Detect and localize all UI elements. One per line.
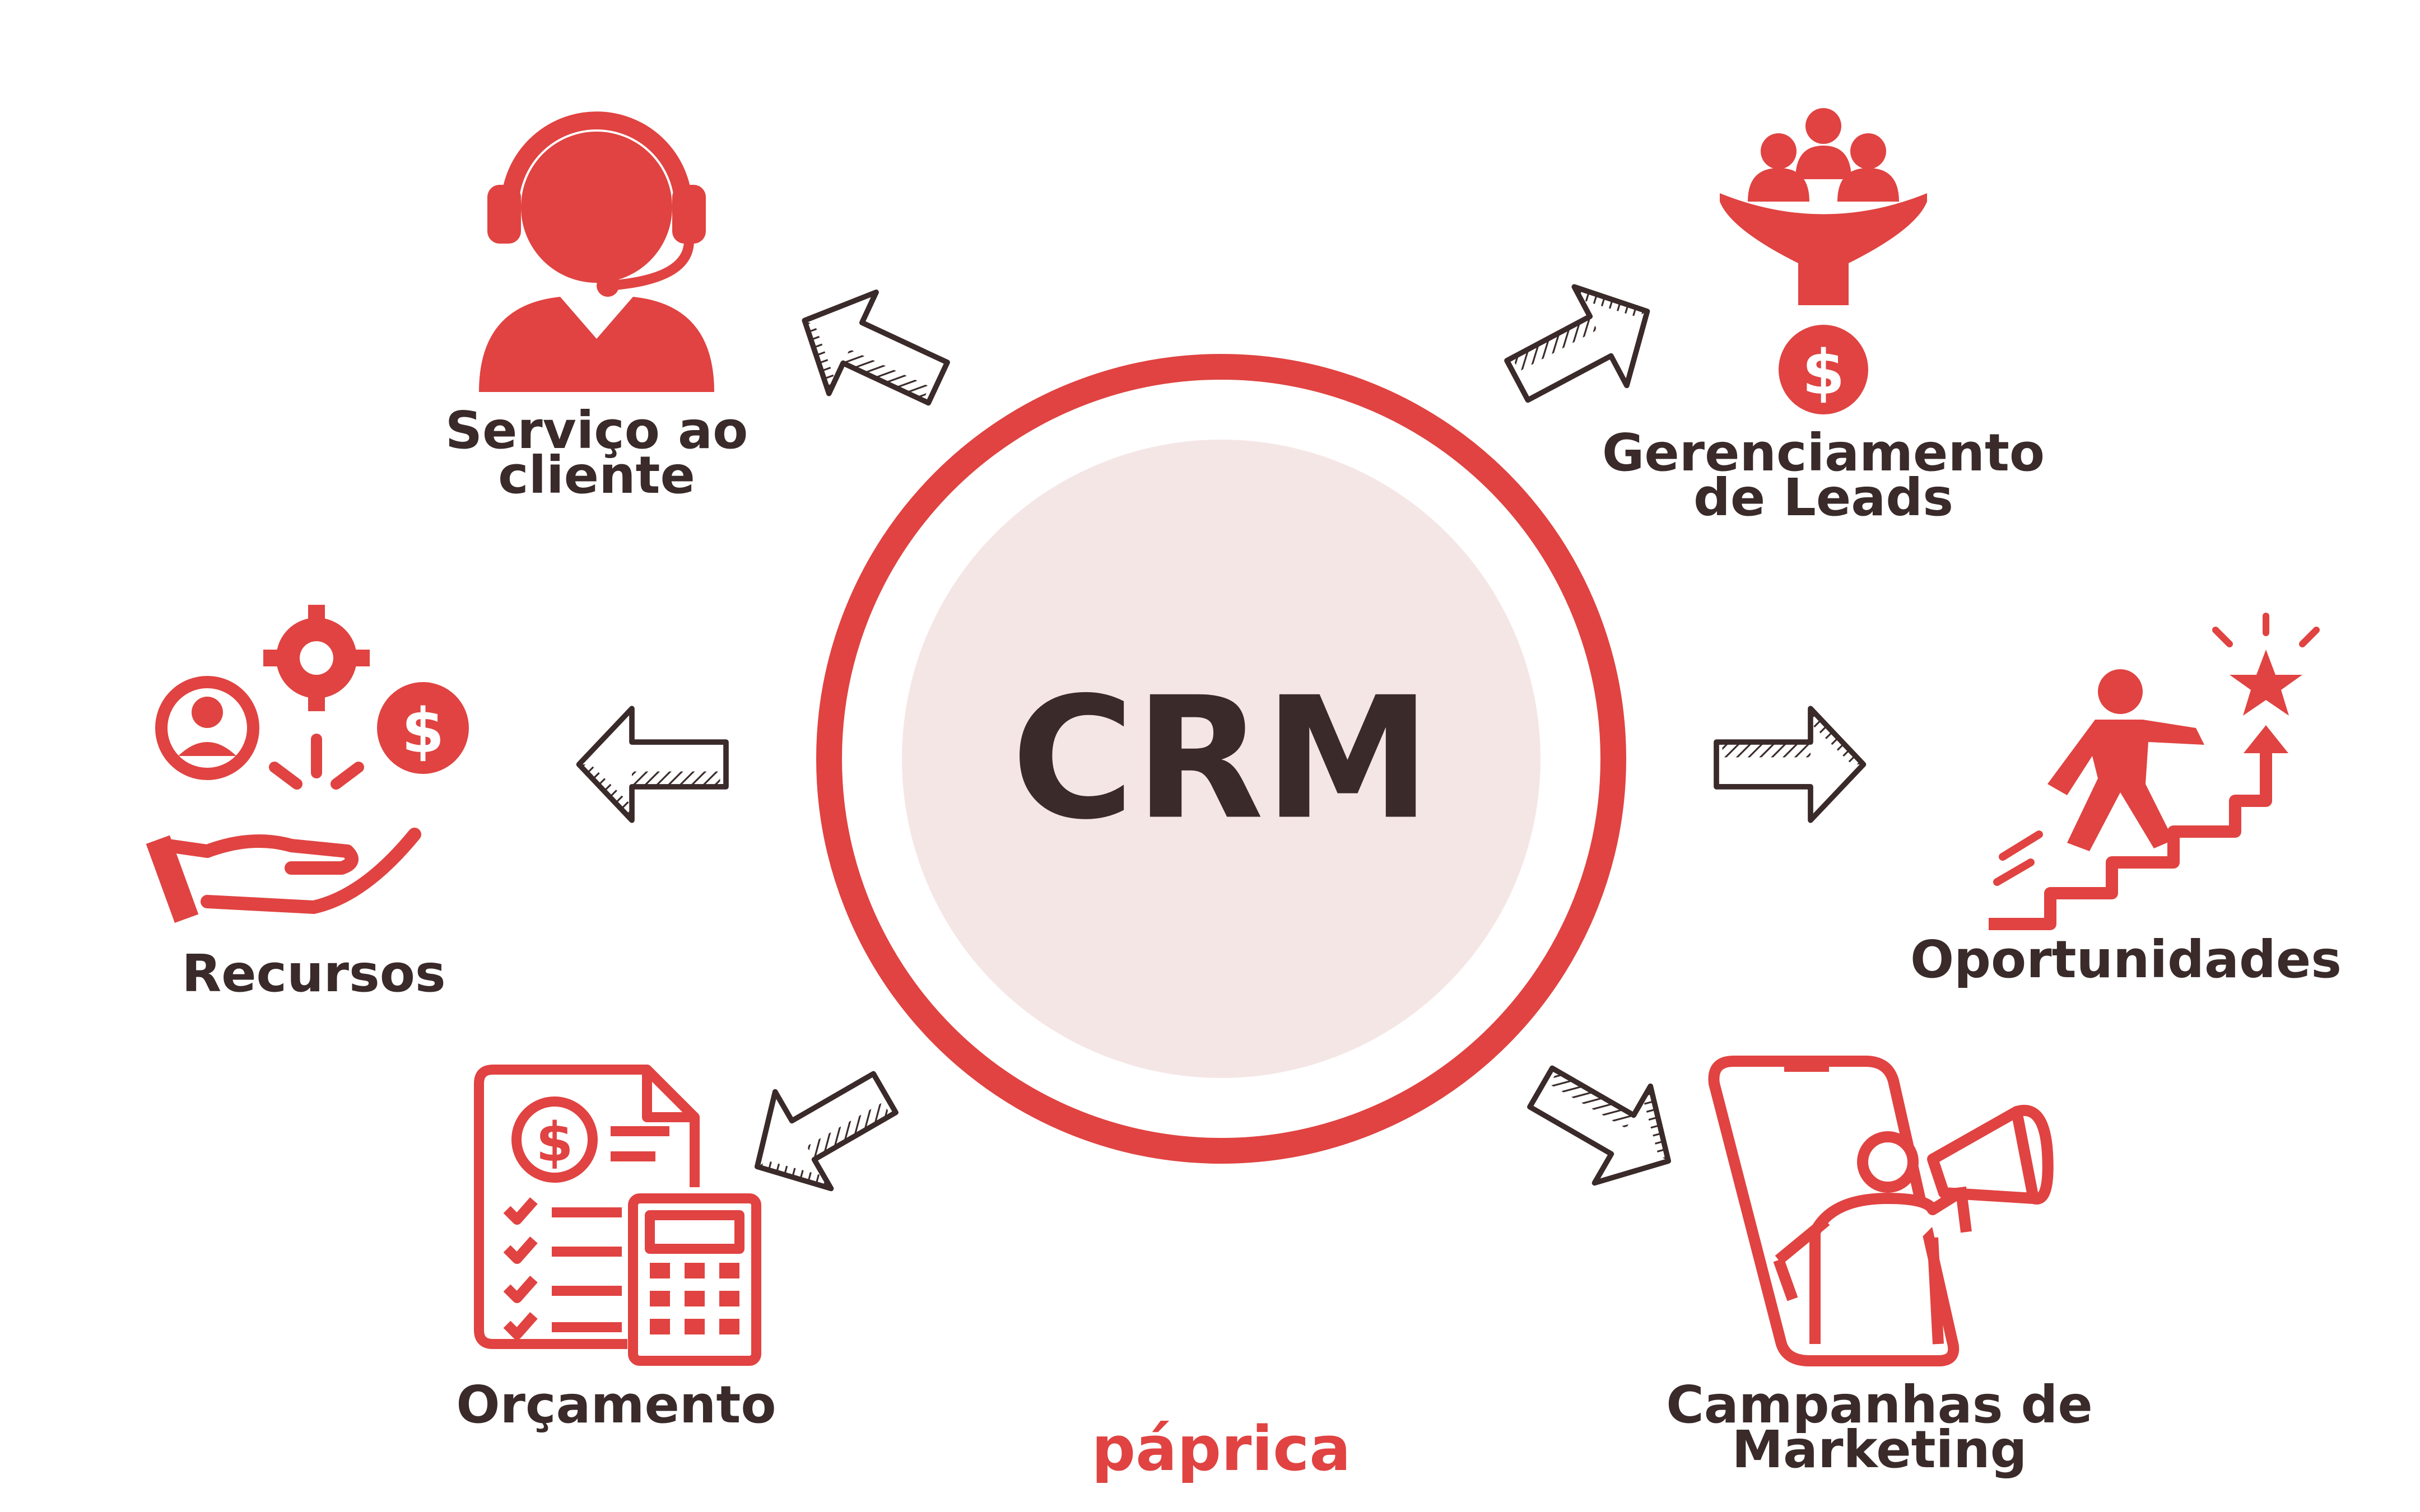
- budget-document-calculator-icon: $: [474, 1065, 761, 1366]
- crm-title: CRM: [1011, 661, 1431, 857]
- stairs-climb-star-icon: [1989, 613, 2320, 930]
- label-servico-line1: Serviço ao: [445, 400, 748, 460]
- lead-funnel-icon: $: [1720, 108, 1927, 414]
- arrow-to-servico: [781, 270, 961, 433]
- arrow-to-orcamento: [729, 1045, 913, 1215]
- arrow-to-leads: [1491, 262, 1673, 430]
- crm-hub: CRM: [816, 354, 1626, 1164]
- label-recursos: Recursos: [182, 944, 445, 1004]
- resources-hand-icon: $: [146, 605, 469, 923]
- label-orcamento: Orçamento: [456, 1375, 776, 1435]
- label-campanhas-line1: Campanhas de: [1666, 1375, 2093, 1435]
- label-servico-line2: cliente: [498, 445, 695, 505]
- label-campanhas-line2: Marketing: [1732, 1420, 2027, 1480]
- arrow-to-campanhas: [1513, 1039, 1696, 1210]
- svg-text:$: $: [1802, 337, 1845, 408]
- arrow-to-recursos: [579, 708, 727, 820]
- phone-megaphone-icon: [1708, 1056, 2054, 1366]
- svg-text:$: $: [536, 1111, 574, 1174]
- label-oportunidades: Oportunidades: [1910, 930, 2342, 990]
- label-leads-line2: de Leads: [1693, 468, 1953, 528]
- crm-hub-inner-disc: [902, 440, 1541, 1078]
- customer-service-headset-icon: [479, 111, 714, 392]
- label-leads-line1: Gerenciamento: [1602, 423, 2045, 483]
- arrow-to-oportunidades: [1716, 708, 1864, 820]
- svg-text:$: $: [402, 695, 445, 767]
- paprica-logo: páprica: [1091, 1413, 1351, 1485]
